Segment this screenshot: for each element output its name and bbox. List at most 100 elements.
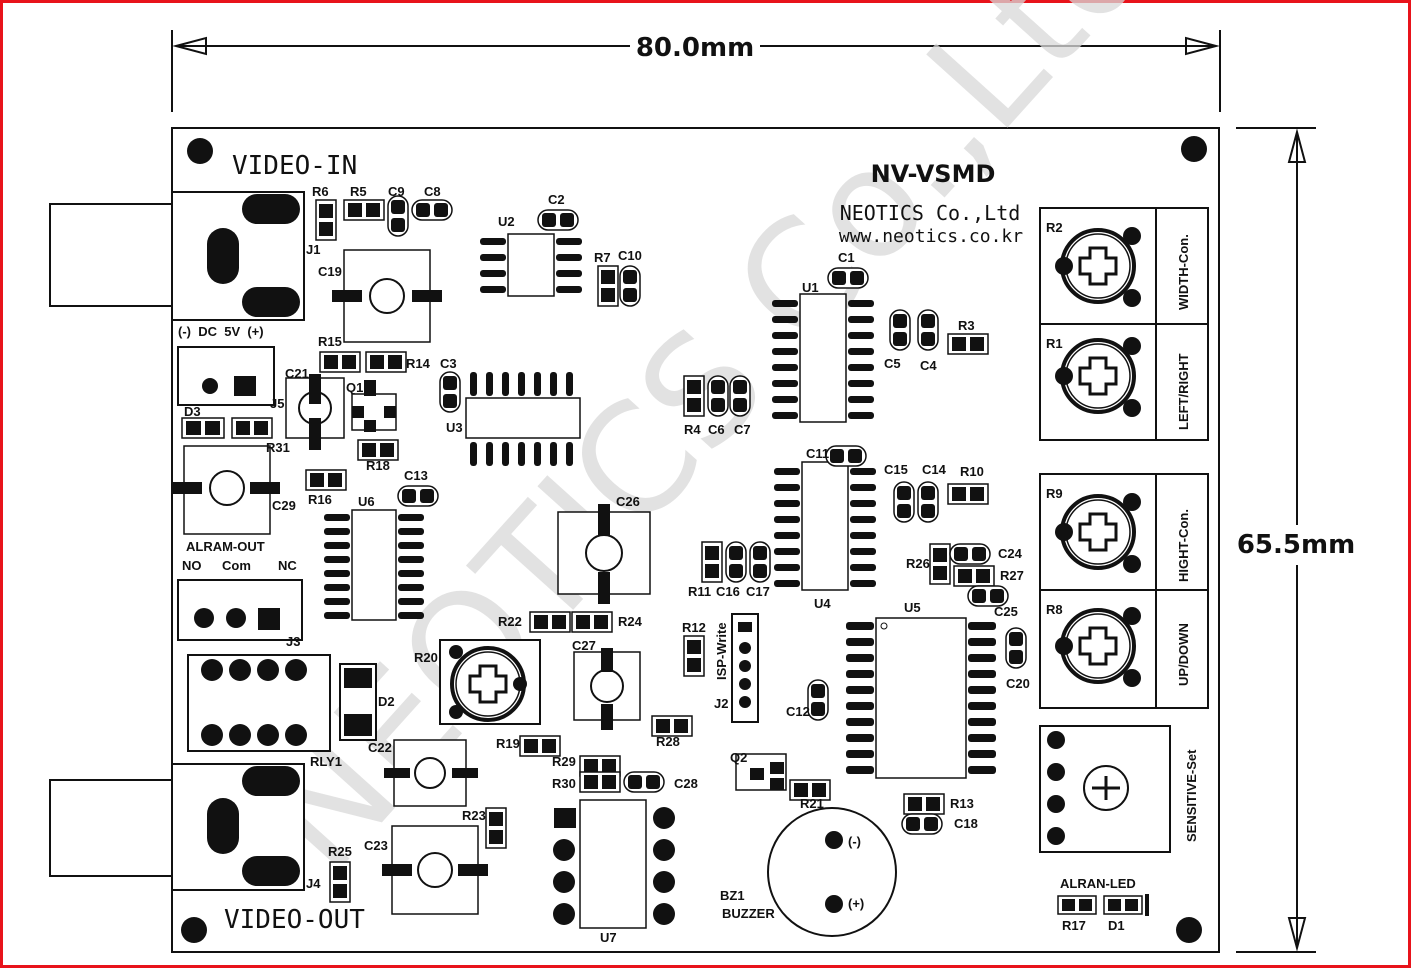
ref-u2: U2 — [498, 214, 515, 229]
ref-r1: R1 — [1046, 336, 1063, 351]
ref-u7: U7 — [600, 930, 617, 945]
pot-r1 — [1055, 337, 1141, 417]
ic-u5 — [846, 617, 996, 779]
smd-r18 — [357, 439, 399, 461]
isp-write-label: ISP-Write — [714, 622, 729, 680]
smd-c13 — [397, 485, 439, 507]
sensitive-set-label: SENSITIVE-Set — [1184, 749, 1199, 842]
ref-u1: U1 — [802, 280, 819, 295]
ref-rly1: RLY1 — [310, 754, 342, 769]
ref-c16: C16 — [716, 584, 740, 599]
cap-c19 — [332, 249, 442, 343]
cap-c23 — [382, 825, 488, 915]
ref-c1: C1 — [838, 250, 855, 265]
buzzer-plus-label: (+) — [848, 896, 864, 911]
alarm-no-label: NO — [182, 558, 202, 573]
ref-c19: C19 — [318, 264, 342, 279]
mounting-holes — [181, 136, 1207, 943]
ref-r2: R2 — [1046, 220, 1063, 235]
ref-q1: Q1 — [346, 380, 363, 395]
ref-c2: C2 — [548, 192, 565, 207]
ref-r15: R15 — [318, 334, 342, 349]
smd-r16 — [305, 469, 347, 491]
pot-r8 — [1055, 607, 1141, 687]
ref-c15: C15 — [884, 462, 908, 477]
smd-c14 — [917, 481, 939, 523]
buzzer — [767, 807, 897, 937]
smd-r4 — [683, 375, 705, 417]
hight-con-label: HIGHT-Con. — [1176, 509, 1191, 582]
ref-c18: C18 — [954, 816, 978, 831]
smd-c8 — [411, 199, 453, 221]
ref-r27: R27 — [1000, 568, 1024, 583]
ref-r29: R29 — [552, 754, 576, 769]
pot-r2 — [1055, 227, 1141, 307]
ref-u6: U6 — [358, 494, 375, 509]
ref-c6: C6 — [708, 422, 725, 437]
ref-r22: R22 — [498, 614, 522, 629]
diode-d3 — [181, 417, 273, 439]
ref-c10: C10 — [618, 248, 642, 263]
ic-u6 — [324, 509, 424, 621]
ref-r31: R31 — [266, 440, 290, 455]
smd-r12 — [683, 635, 705, 677]
alarm-nc-label: NC — [278, 558, 297, 573]
ic-u3 — [465, 372, 581, 466]
left-right-label: LEFT/RIGHT — [1176, 353, 1191, 430]
ref-c22: C22 — [368, 740, 392, 755]
ref-r4: R4 — [684, 422, 701, 437]
ref-c27: C27 — [572, 638, 596, 653]
ref-j3: J3 — [286, 634, 300, 649]
ref-r28: R28 — [656, 734, 680, 749]
ref-j4: J4 — [306, 876, 321, 891]
width-dimension — [171, 30, 1221, 112]
ref-c9: C9 — [388, 184, 405, 199]
ref-c20: C20 — [1006, 676, 1030, 691]
smd-c2 — [537, 209, 579, 231]
smd-r25 — [329, 861, 351, 903]
ref-c3: C3 — [440, 356, 457, 371]
cap-c21 — [285, 374, 345, 450]
alarm-led-label: ALRAN-LED — [1060, 876, 1136, 891]
buzzer-label: BUZZER — [722, 906, 775, 921]
ref-r16: R16 — [308, 492, 332, 507]
video-in-label: VIDEO-IN — [232, 151, 357, 181]
smd-c7 — [729, 375, 751, 417]
ref-d1: D1 — [1108, 918, 1125, 933]
ref-r24: R24 — [618, 614, 643, 629]
ref-j2: J2 — [714, 696, 728, 711]
buzzer-minus-label: (-) — [848, 834, 861, 849]
smd-r7 — [597, 265, 619, 307]
smd-r14 — [365, 351, 407, 373]
ref-r5: R5 — [350, 184, 367, 199]
ref-r11: R11 — [688, 584, 711, 599]
cap-c26 — [557, 504, 651, 604]
smd-r28 — [651, 715, 693, 737]
ref-c11: C11 — [806, 446, 829, 461]
company-name: NEOTICS Co.,Ltd — [840, 201, 1021, 225]
ref-c24: C24 — [998, 546, 1023, 561]
ref-r13: R13 — [950, 796, 974, 811]
ref-r18: R18 — [366, 458, 390, 473]
ref-c5: C5 — [884, 356, 901, 371]
ref-r3: R3 — [958, 318, 975, 333]
smd-c10 — [619, 265, 641, 307]
smd-c5 — [889, 309, 911, 351]
smd-r10 — [947, 483, 989, 505]
ref-r21: R21 — [800, 796, 824, 811]
relay — [187, 654, 331, 752]
up-down-label: UP/DOWN — [1176, 623, 1191, 686]
smd-chips — [305, 195, 1027, 903]
trimmer-r20 — [439, 639, 541, 725]
ref-d2: D2 — [378, 694, 395, 709]
smd-c24 — [949, 543, 991, 565]
pot-block-top — [1039, 207, 1209, 441]
video-out-label: VIDEO-OUT — [224, 905, 365, 935]
ic-u7 — [553, 799, 675, 929]
cap-c27 — [573, 648, 641, 730]
smd-r23 — [485, 807, 507, 849]
alarm-out-label: ALRAM-OUT — [186, 539, 265, 554]
smd-c6 — [707, 375, 729, 417]
ref-r8: R8 — [1046, 602, 1063, 617]
smd-r24 — [571, 611, 613, 633]
